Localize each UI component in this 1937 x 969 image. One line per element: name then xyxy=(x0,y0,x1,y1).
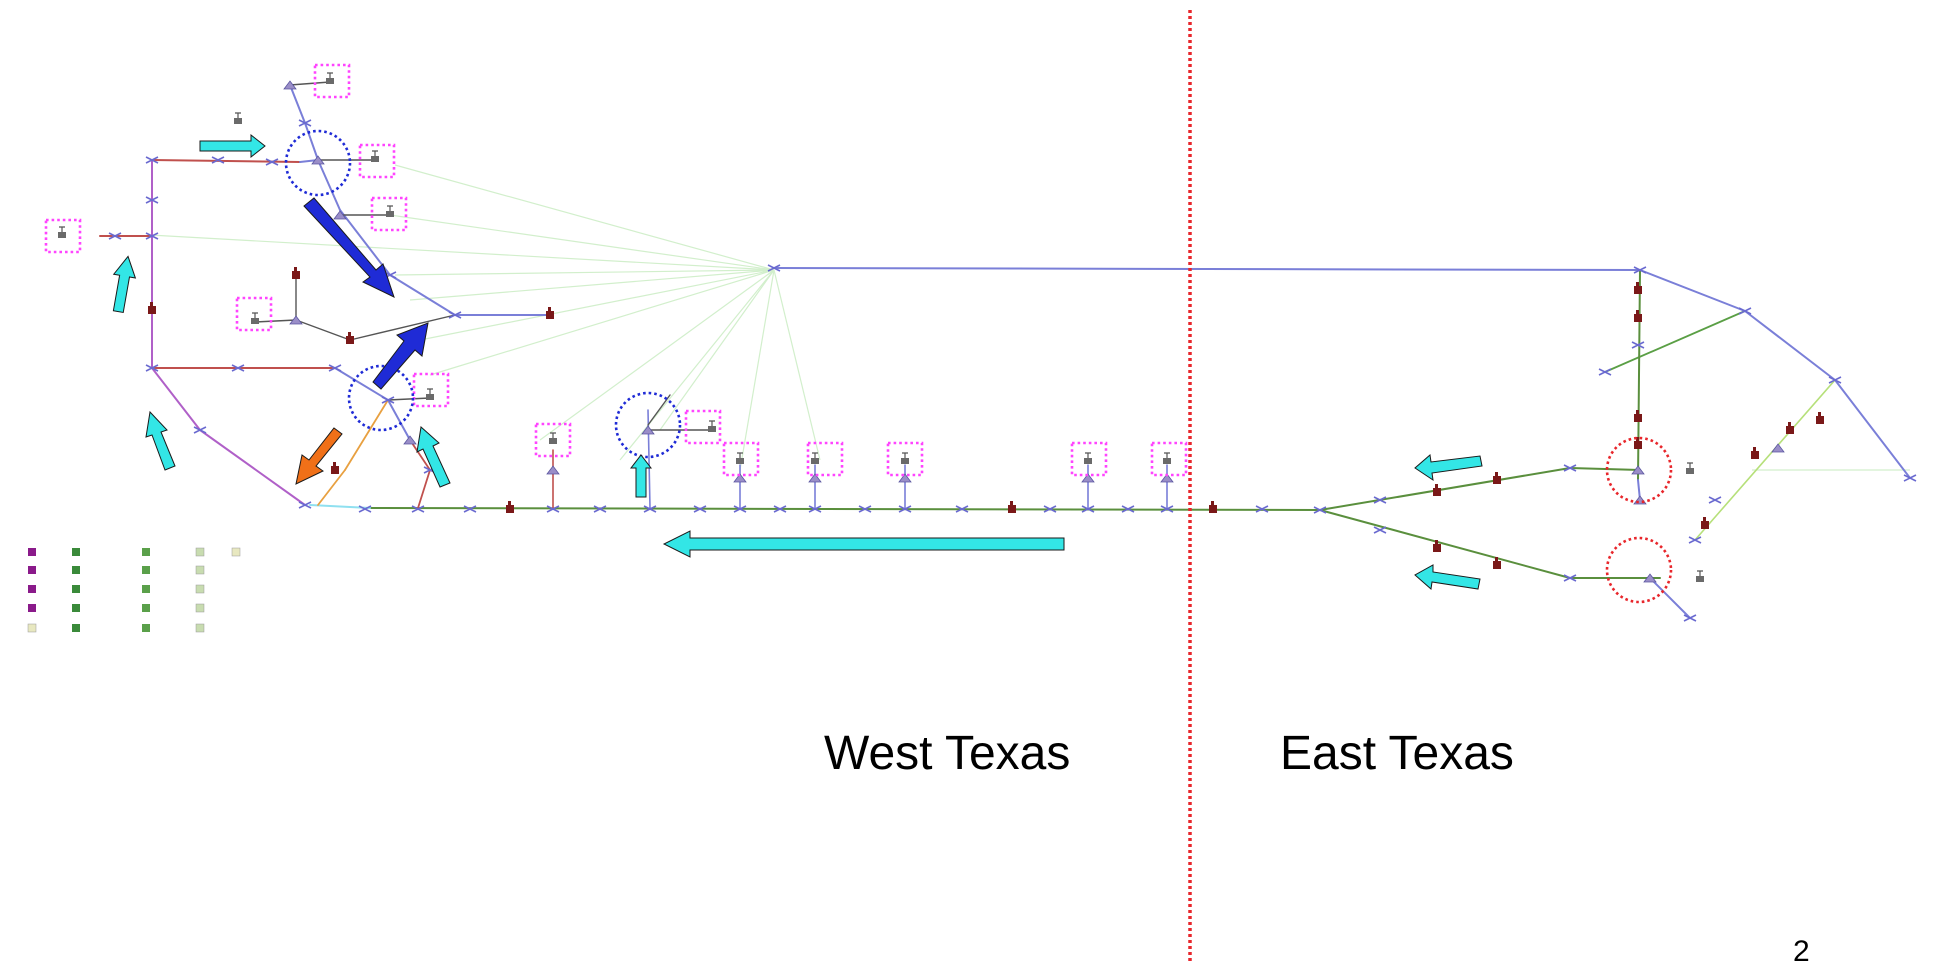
cyan-arrow-left-east-top xyxy=(1414,454,1483,482)
west-texas-label: West Texas xyxy=(824,727,1071,780)
highlight-boxes xyxy=(44,63,1188,477)
highlight-circles xyxy=(284,129,1673,604)
faint-connection-lines xyxy=(149,164,1910,471)
cyan-arrow-left-east-bottom xyxy=(1414,564,1481,590)
cyan-arrow-long-left xyxy=(662,530,1065,558)
legend-swatches xyxy=(27,547,241,633)
blue-arrow-down-right xyxy=(303,197,395,298)
cyan-arrow-right xyxy=(199,133,266,159)
cyan-arrow-up-left xyxy=(145,410,176,471)
cyan-arrow-up-left-2 xyxy=(416,426,451,488)
orange-arrow-down-left xyxy=(295,427,343,485)
east-texas-label: East Texas xyxy=(1280,727,1514,780)
cyan-arrow-small-up xyxy=(629,454,653,498)
page-number: 2 xyxy=(1793,935,1810,968)
cyan-arrow-up xyxy=(112,255,137,314)
flow-arrows xyxy=(112,133,1483,590)
blue-arrow-up-right xyxy=(372,322,429,390)
